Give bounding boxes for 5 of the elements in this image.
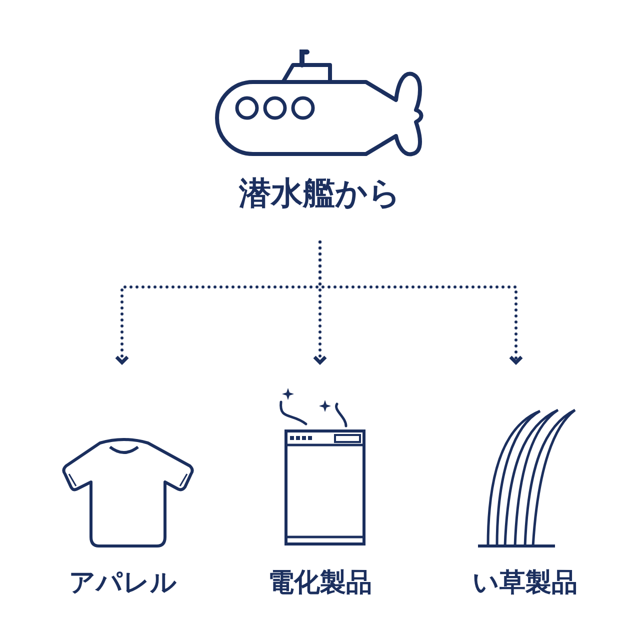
caption-text: アパレル (68, 567, 178, 600)
caption-text: 潜水艦から (238, 173, 402, 214)
caption-text: い草製品 (472, 567, 578, 600)
dotted-arrow (318, 240, 524, 364)
caption-text: 電化製品 (267, 567, 373, 600)
